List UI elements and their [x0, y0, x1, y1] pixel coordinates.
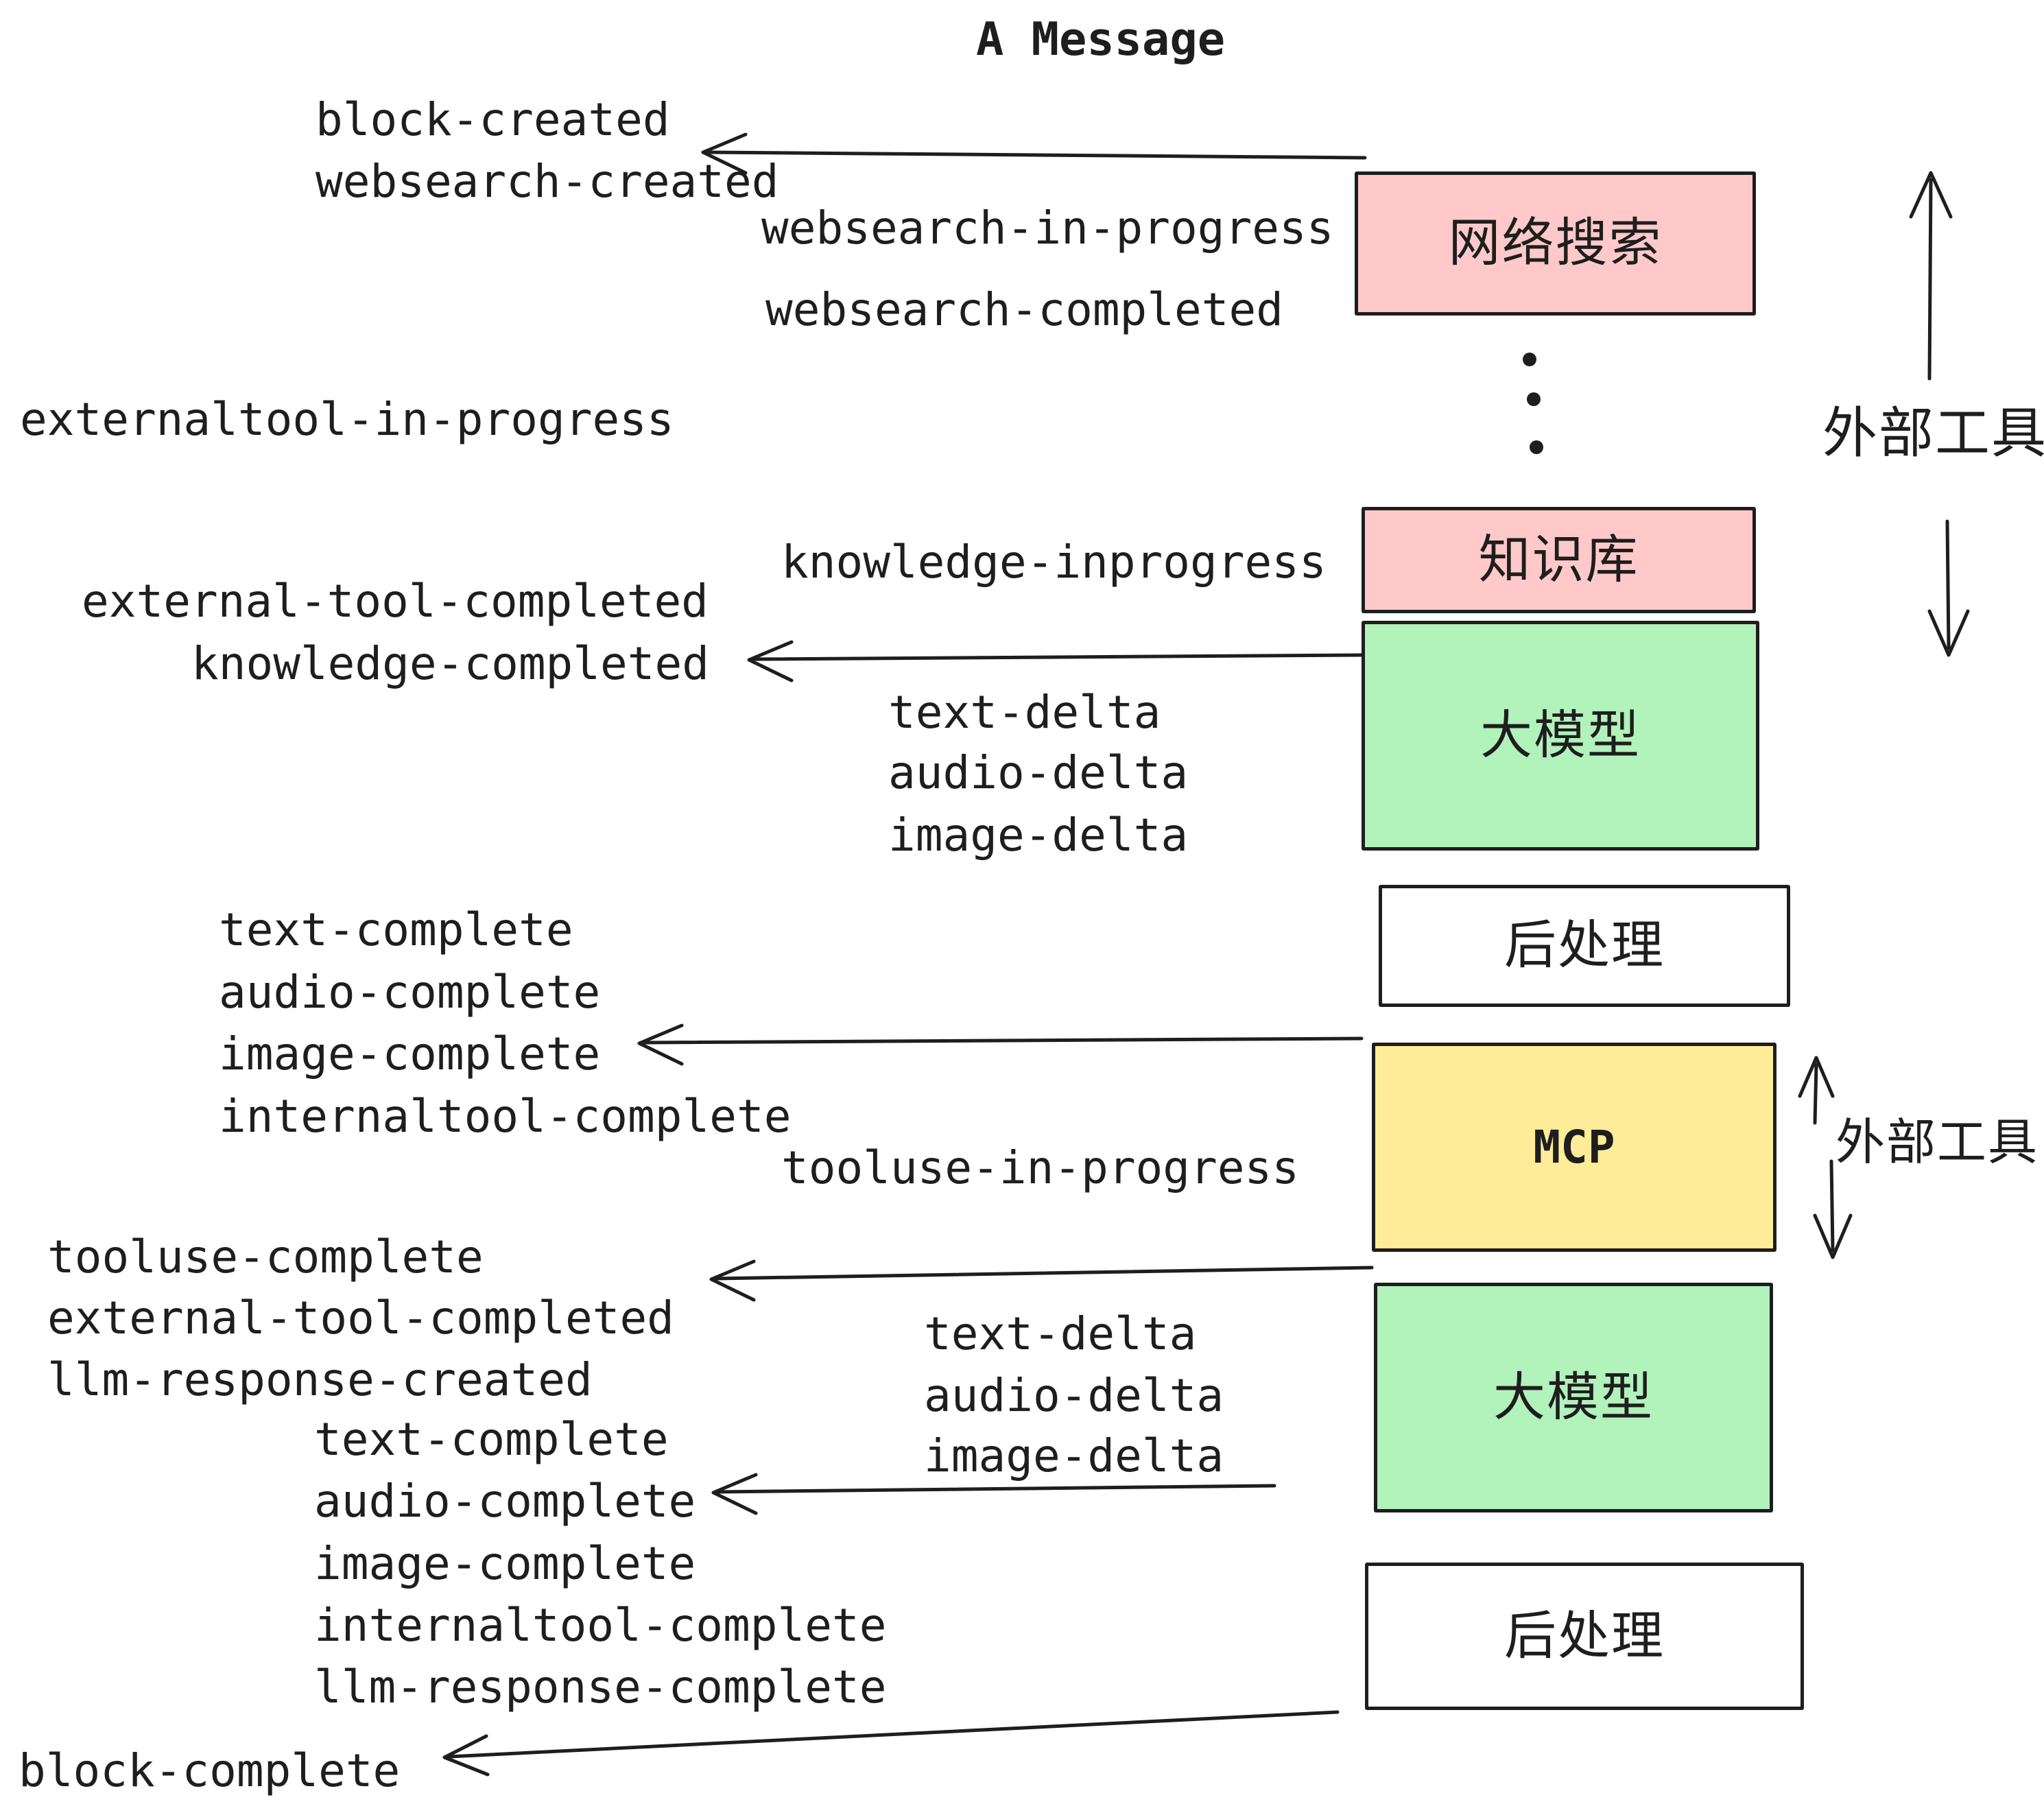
external-tools-down-arrow-2-icon [1813, 1159, 1853, 1259]
event-label-llm-response-created: llm-response-created [47, 1353, 593, 1406]
event-label-tooluse-complete: tooluse-complete [47, 1231, 484, 1283]
external-tools-label-bottom: 外部工具 [1835, 1115, 2039, 1170]
event-label-knowledge-completed: knowledge-completed [191, 637, 709, 690]
event-label-external-tool-completed-2: external-tool-completed [47, 1292, 674, 1344]
box-postprocess-1: 后处理 [1379, 885, 1790, 1007]
event-label-tooluse-in-progress: tooluse-in-progress [781, 1141, 1299, 1194]
arrow-to-audio-complete-icon [711, 1473, 1276, 1515]
event-label-block-created: block-created [316, 93, 670, 146]
box-postprocess-2: 后处理 [1365, 1563, 1804, 1710]
box-postprocess-2-label: 后处理 [1504, 1606, 1665, 1665]
event-label-llm-response-complete: llm-response-complete [314, 1661, 887, 1713]
event-label-knowledge-inprogress: knowledge-inprogress [781, 536, 1327, 589]
box-knowledge: 知识库 [1362, 507, 1756, 613]
event-label-text-delta: text-delta [888, 686, 1161, 739]
box-websearch-label: 网络搜索 [1448, 214, 1663, 272]
box-mcp: MCP [1372, 1043, 1776, 1252]
event-label-external-tool-completed: external-tool-completed [82, 575, 709, 628]
box-llm-2: 大模型 [1374, 1283, 1773, 1512]
event-label-internaltool-complete: internaltool-complete [219, 1090, 792, 1143]
event-label-externaltool-in-progress: externaltool-in-progress [20, 393, 674, 446]
event-label-websearch-in-progress: websearch-in-progress [761, 202, 1334, 254]
arrow-websearch-to-created-icon [701, 132, 1367, 175]
event-label-image-delta-2: image-delta [924, 1429, 1224, 1482]
event-label-audio-delta-2: audio-delta [924, 1369, 1224, 1422]
event-label-websearch-completed: websearch-completed [765, 283, 1283, 336]
box-llm-2-label: 大模型 [1493, 1368, 1654, 1427]
arrow-to-tooluse-complete-icon [709, 1259, 1374, 1302]
event-label-websearch-created: websearch-created [316, 155, 779, 208]
arrow-to-complete-group-icon [637, 1023, 1364, 1066]
external-tools-down-arrow-icon [1927, 519, 1970, 657]
event-label-text-delta-2: text-delta [924, 1307, 1197, 1360]
external-tools-label-top: 外部工具 [1822, 403, 2044, 464]
box-knowledge-label: 知识库 [1478, 530, 1639, 589]
external-tools-up-arrow-2-icon [1798, 1056, 1835, 1125]
event-label-text-complete: text-complete [219, 903, 573, 956]
event-label-audio-complete-2: audio-complete [314, 1475, 696, 1528]
event-label-image-complete-2: image-complete [314, 1537, 696, 1590]
arrow-llm-to-knowledge-completed-icon [747, 640, 1364, 683]
ellipsis-dots-icon [1523, 353, 1543, 454]
event-label-image-complete: image-complete [219, 1028, 601, 1080]
event-label-audio-complete: audio-complete [219, 966, 601, 1019]
box-llm-1-label: 大模型 [1480, 706, 1641, 765]
event-label-text-complete-2: text-complete [314, 1413, 669, 1466]
event-label-audio-delta: audio-delta [888, 746, 1189, 799]
external-tools-up-arrow-icon [1909, 171, 1953, 381]
box-llm-1: 大模型 [1362, 621, 1759, 851]
box-websearch: 网络搜索 [1355, 171, 1756, 316]
event-label-block-complete: block-complete [19, 1744, 401, 1797]
event-label-internaltool-complete-2: internaltool-complete [314, 1599, 887, 1652]
diagram-title: A Message [976, 12, 1226, 66]
event-label-image-delta: image-delta [888, 809, 1189, 862]
box-mcp-label: MCP [1533, 1120, 1615, 1174]
box-postprocess-1-label: 后处理 [1504, 916, 1665, 975]
arrow-to-block-complete-icon [442, 1710, 1340, 1777]
